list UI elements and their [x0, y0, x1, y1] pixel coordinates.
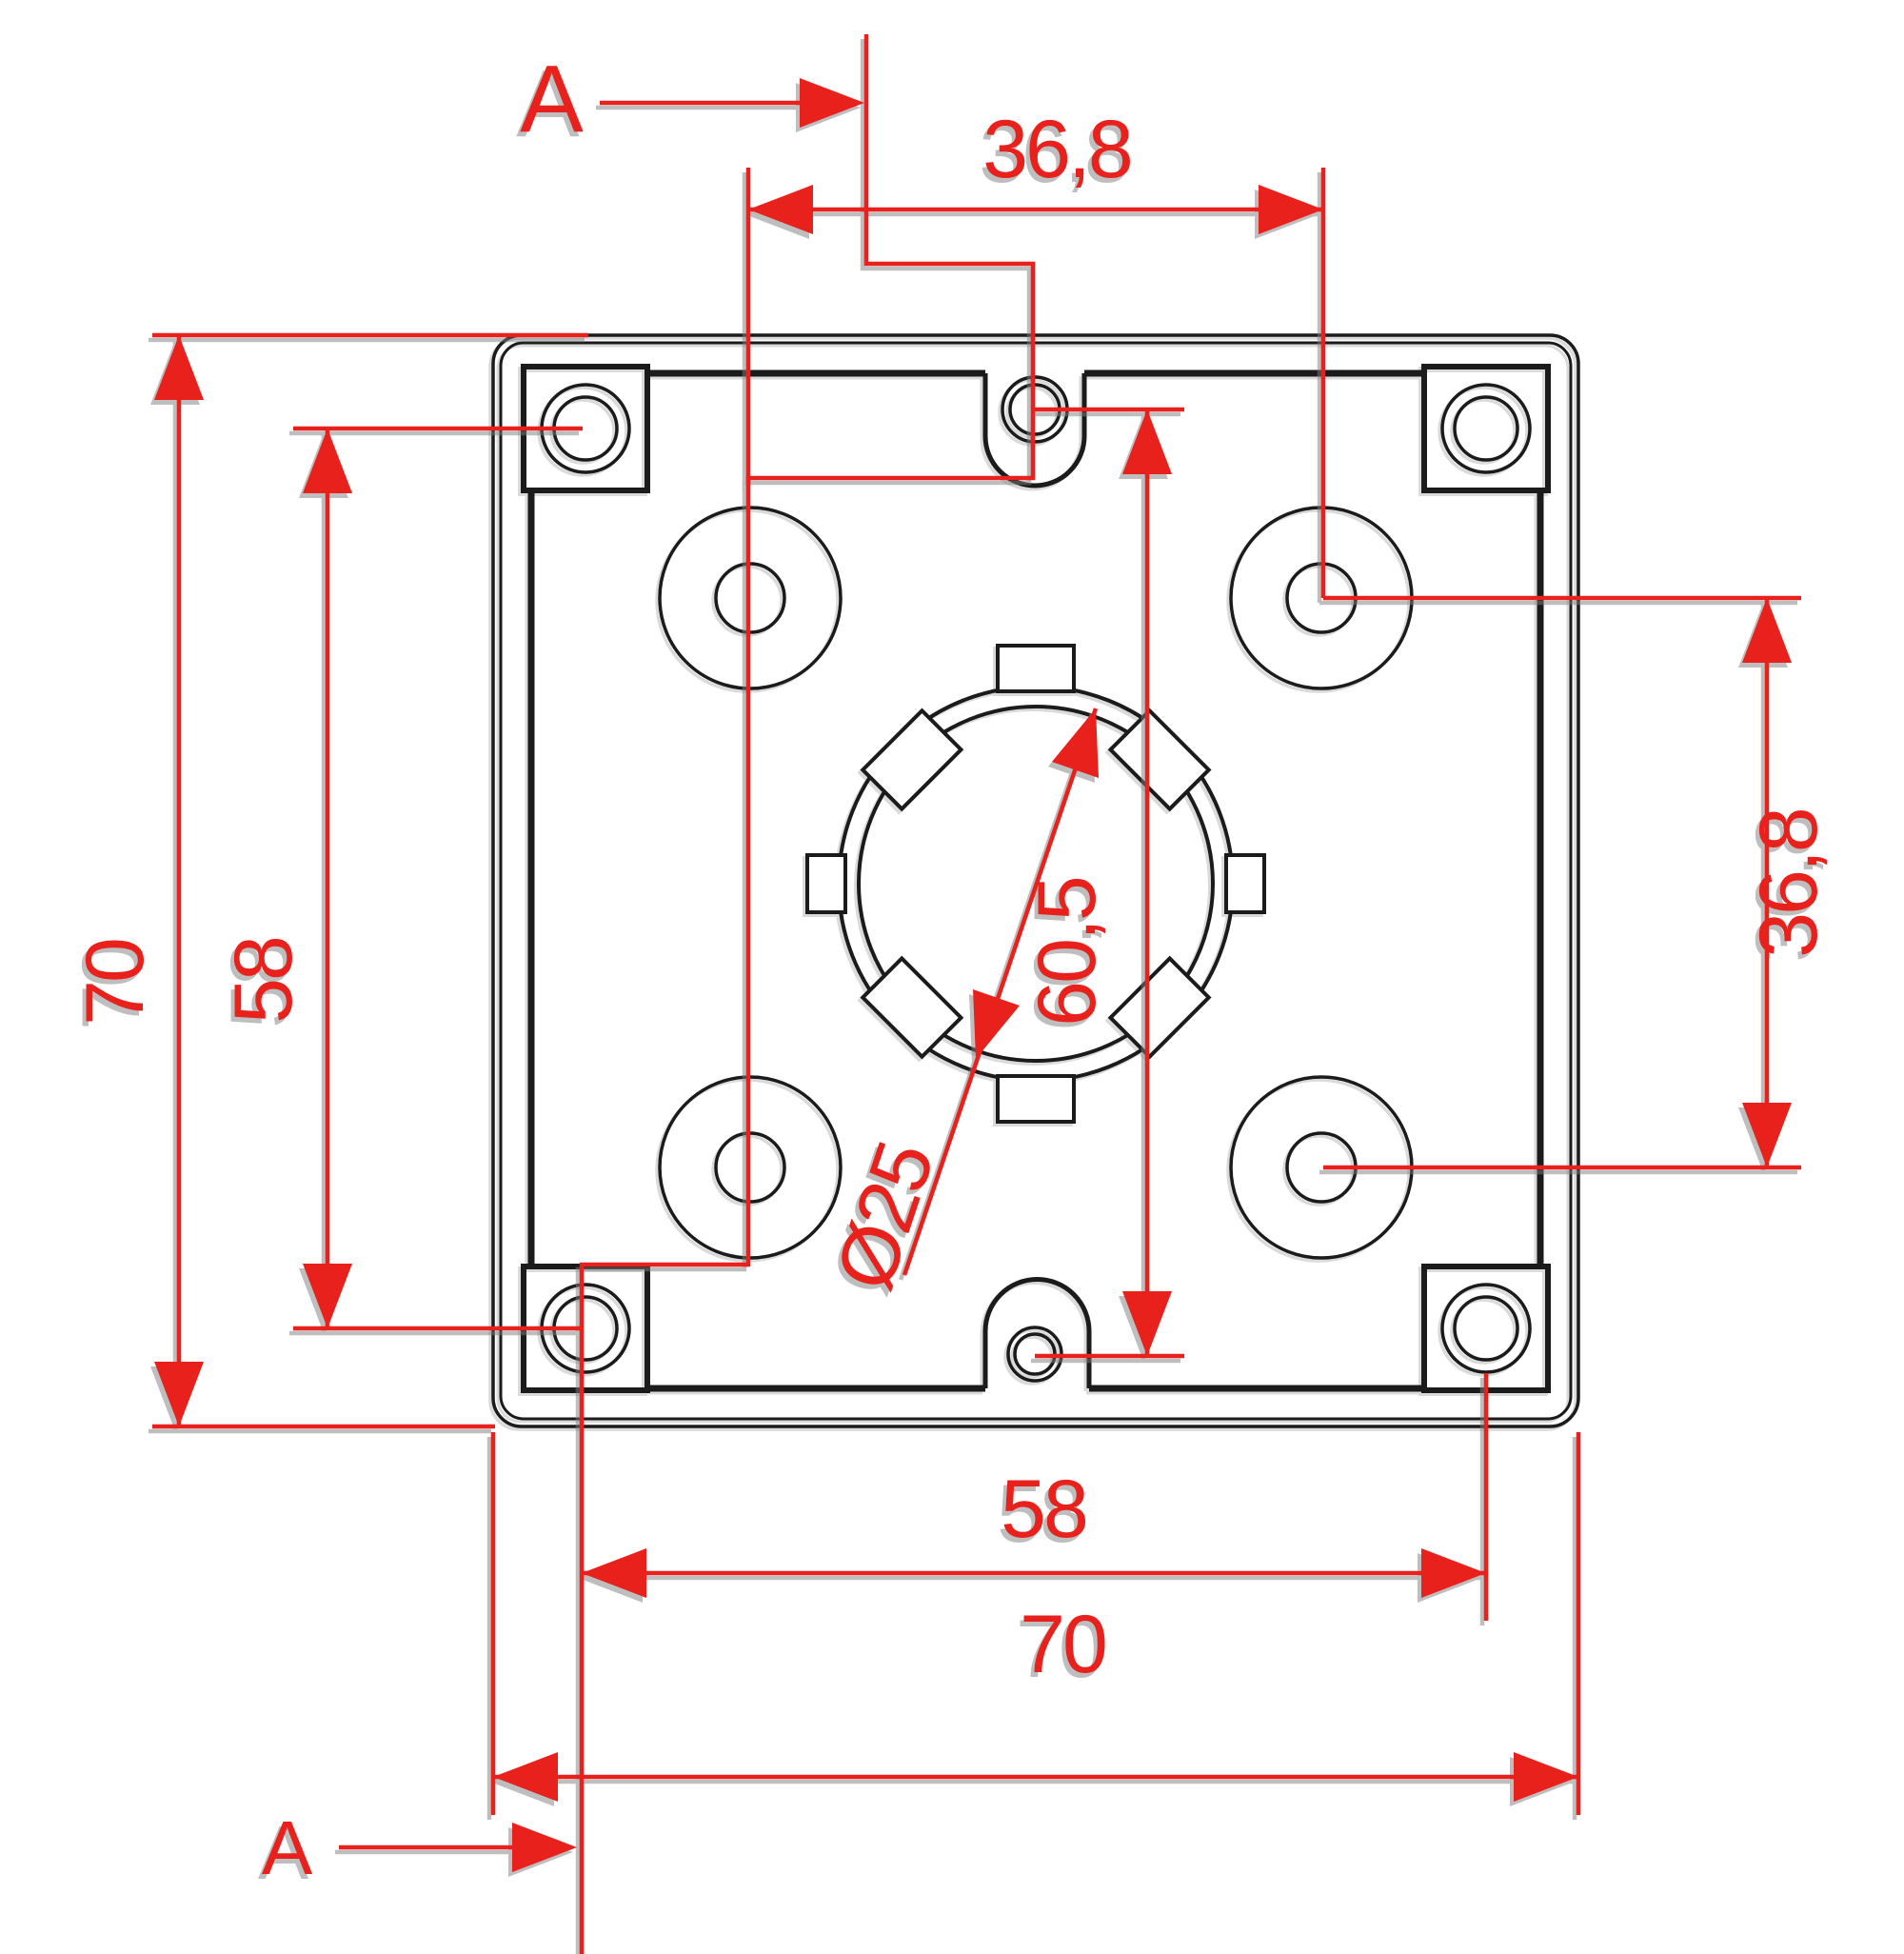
arrow-down-icon: [154, 1362, 204, 1426]
section-label-bottom: A: [262, 1805, 313, 1890]
cutout-key-tab: [996, 644, 1076, 693]
cutout-notch: [1107, 955, 1212, 1060]
dim-bottom-hole-spacing: 58: [582, 1373, 1489, 1621]
corner-hole-inner: [1453, 1295, 1519, 1362]
arrow-diagonal-icon: [973, 989, 1020, 1059]
arrow-left-icon: [748, 185, 813, 234]
plate-outer-edge: [491, 333, 1580, 1428]
arrow-right-icon: [1259, 185, 1323, 234]
arrow-down-icon: [1122, 1291, 1172, 1356]
plate-outer-edge-inner-line: [499, 341, 1573, 1421]
dim-bottom-plate-width: 70: [490, 1432, 1581, 1815]
corner-boss: [1421, 364, 1551, 493]
dim-right-hole-spacing: 36,8: [1323, 595, 1835, 1170]
section-arrow-icon: [512, 1823, 577, 1872]
section-cut-line: [579, 34, 1036, 1954]
plate-inner-contour: [527, 369, 1544, 1392]
arrow-up-icon: [303, 429, 352, 493]
arrow-down-icon: [303, 1264, 352, 1328]
arrow-left-icon: [582, 1548, 646, 1598]
dim-bottom-inner-label: 58: [1001, 1464, 1086, 1555]
arrow-left-icon: [493, 1752, 558, 1802]
section-arrow-icon: [800, 78, 864, 128]
corner-hole-inner: [1453, 395, 1519, 462]
arrow-diagonal-icon: [1052, 708, 1099, 778]
cutout-side-tab: [805, 853, 847, 914]
section-indicator-top: A: [520, 46, 864, 152]
dim-vertical-span: 60,5: [1021, 407, 1184, 1359]
dim-top-hole-spacing: 36,8: [745, 104, 1326, 598]
cutout-notch: [860, 708, 964, 812]
dim-left-inner-label: 58: [218, 938, 309, 1024]
cutout-side-tab: [1224, 853, 1266, 914]
corner-hole: [1440, 383, 1532, 474]
center-cutout-inner: [857, 705, 1215, 1063]
dim-bottom-outer-label: 70: [1020, 1599, 1105, 1690]
cutout-key-tab: [996, 1074, 1076, 1124]
corner-hole: [1440, 1283, 1532, 1374]
dimension-annotations: A A 36,8 36,8: [69, 34, 1835, 1954]
cutout-notch: [1107, 708, 1212, 812]
dim-left-outer-label: 70: [69, 940, 161, 1026]
dim-top-label: 36,8: [982, 104, 1131, 195]
arrow-right-icon: [1421, 1548, 1486, 1598]
cutout-notch: [860, 955, 964, 1060]
dim-vertical-span-label: 60,5: [1021, 878, 1113, 1027]
dim-left-plate-height: 70: [69, 332, 588, 1429]
arrow-up-icon: [154, 335, 204, 400]
washer-holes: [658, 506, 1414, 1260]
center-cutout: [805, 644, 1266, 1124]
arrow-up-icon: [1122, 409, 1172, 474]
arrow-down-icon: [1742, 1103, 1792, 1167]
bottom-center-notch: [982, 1277, 1092, 1388]
arrow-right-icon: [1514, 1752, 1578, 1802]
top-center-notch: [982, 373, 1087, 488]
section-label-top: A: [520, 46, 584, 152]
section-indicator-bottom: A: [262, 1805, 577, 1890]
arrow-up-icon: [1742, 598, 1792, 663]
dim-right-label: 36,8: [1743, 809, 1835, 958]
dim-diameter-label: Ø25: [819, 1133, 952, 1301]
dim-left-hole-spacing: 58: [218, 426, 583, 1331]
